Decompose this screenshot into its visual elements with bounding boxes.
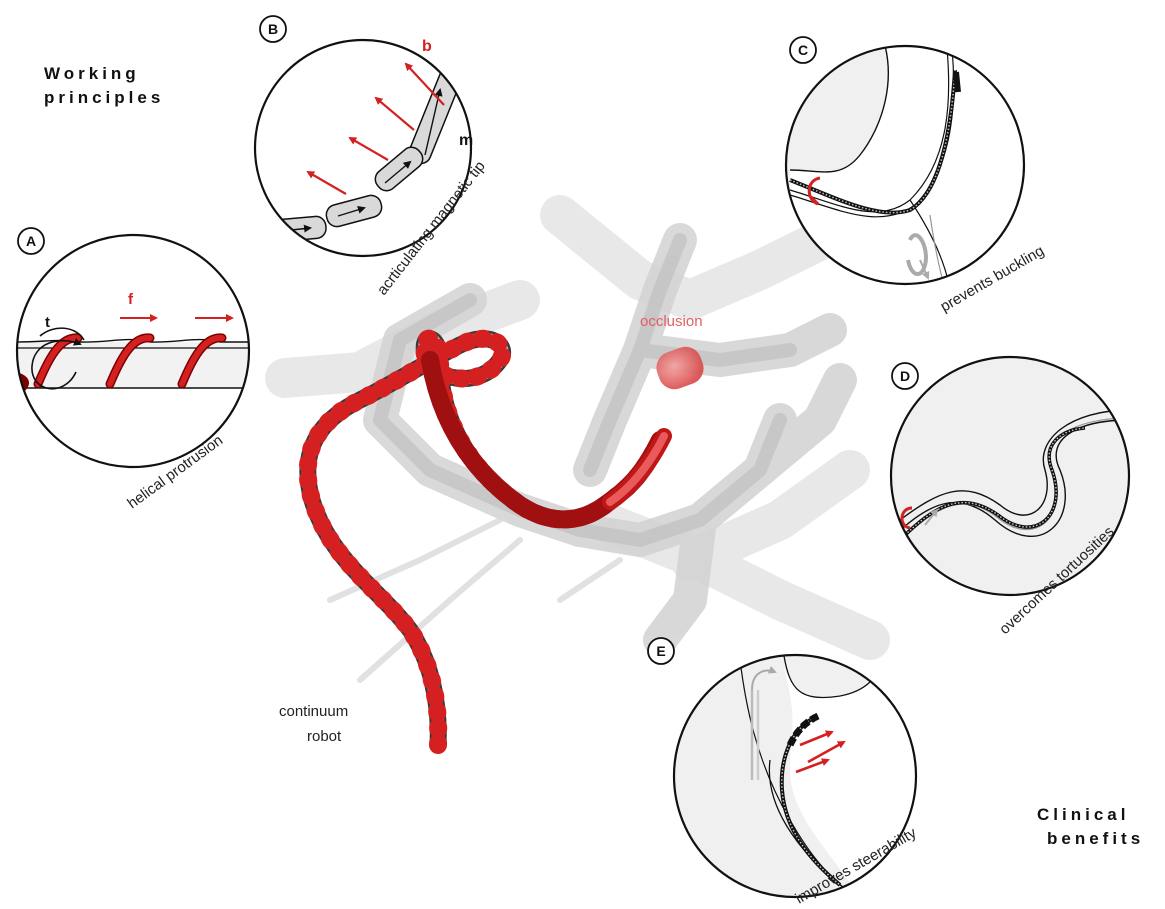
field-label: b bbox=[422, 38, 432, 55]
panel-c: C prevents buckling bbox=[786, 30, 1047, 315]
panel-a-badge: A bbox=[18, 228, 44, 254]
panel-letter: D bbox=[900, 368, 910, 384]
panel-letter: A bbox=[26, 233, 36, 249]
panel-b: b m B acrticulating magnetic tip bbox=[255, 16, 489, 298]
panel-e: E improves steerability bbox=[648, 638, 920, 907]
panel-e-badge: E bbox=[648, 638, 674, 664]
torque-label: t bbox=[45, 314, 50, 331]
moment-label: m bbox=[459, 132, 473, 149]
panel-b-badge: B bbox=[260, 16, 286, 42]
panel-letter: C bbox=[798, 42, 808, 58]
robot-label-line: robot bbox=[307, 728, 342, 745]
panel-a: t f A helical protrusion bbox=[0, 228, 260, 512]
panel-d: D overcomes tortuosities bbox=[880, 357, 1130, 638]
robot-label-line: continuum bbox=[279, 703, 348, 720]
panel-d-badge: D bbox=[892, 363, 918, 389]
panel-c-badge: C bbox=[790, 37, 816, 63]
vessel-network bbox=[285, 215, 870, 680]
panel-letter: B bbox=[268, 21, 278, 37]
panel-letter: E bbox=[656, 643, 665, 659]
occlusion-label: occlusion bbox=[640, 313, 703, 330]
